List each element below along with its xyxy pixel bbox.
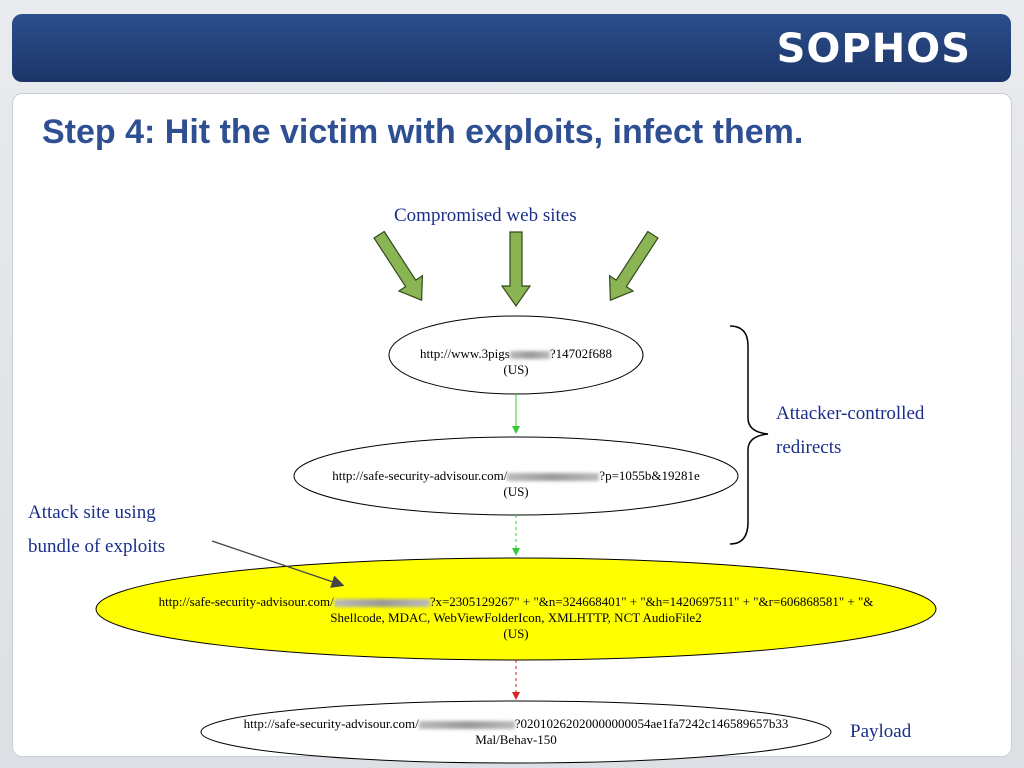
node-1-text: http://www.3pigs?14702f688 (US)	[396, 346, 636, 378]
compromised-arrow-right	[608, 230, 659, 302]
slide-title: Step 4: Hit the victim with exploits, in…	[42, 113, 804, 151]
node-1-location: (US)	[503, 362, 529, 377]
redacted-bar	[333, 599, 430, 608]
compromised-arrow-middle	[500, 231, 532, 308]
node-4-url: http://safe-security-advisour.com/?02010…	[243, 716, 789, 731]
node-2-location: (US)	[503, 484, 529, 499]
node-payload	[200, 700, 832, 764]
redirects-label-line1: Attacker-controlled	[776, 403, 925, 424]
redirects-label: Attacker-controlled redirects	[776, 397, 924, 465]
redirects-label-line2: redirects	[776, 437, 842, 458]
attack-pointer-line	[211, 540, 345, 588]
sophos-logo: SOPHOS	[776, 26, 971, 72]
node-3-detail: Shellcode, MDAC, WebViewFolderIcon, XMLH…	[330, 610, 702, 625]
payload-label: Payload	[850, 721, 912, 742]
attack-label: Attack site using bundle of exploits	[28, 496, 165, 564]
redacted-bar	[507, 473, 600, 482]
node-1-url: http://www.3pigs?14702f688	[420, 346, 612, 361]
node-2-text: http://safe-security-advisour.com/?p=105…	[296, 468, 736, 500]
attack-label-line2: bundle of exploits	[28, 536, 166, 557]
node-2-url: http://safe-security-advisour.com/?p=105…	[332, 468, 700, 483]
compromised-arrow-left	[373, 230, 424, 302]
redacted-bar	[418, 721, 515, 730]
compromised-label: Compromised web sites	[394, 205, 577, 226]
redirects-brace	[729, 325, 769, 545]
node-4-text: http://safe-security-advisour.com/?02010…	[206, 716, 826, 748]
header-banner: SOPHOS	[12, 14, 1011, 82]
redacted-bar	[509, 351, 550, 360]
node-3-location: (US)	[503, 626, 529, 641]
node-3-text: http://safe-security-advisour.com/?x=230…	[106, 594, 926, 642]
attack-label-line1: Attack site using	[28, 502, 156, 523]
node-4-detail: Mal/Behav-150	[475, 732, 557, 747]
node-3-url: http://safe-security-advisour.com/?x=230…	[158, 594, 874, 609]
